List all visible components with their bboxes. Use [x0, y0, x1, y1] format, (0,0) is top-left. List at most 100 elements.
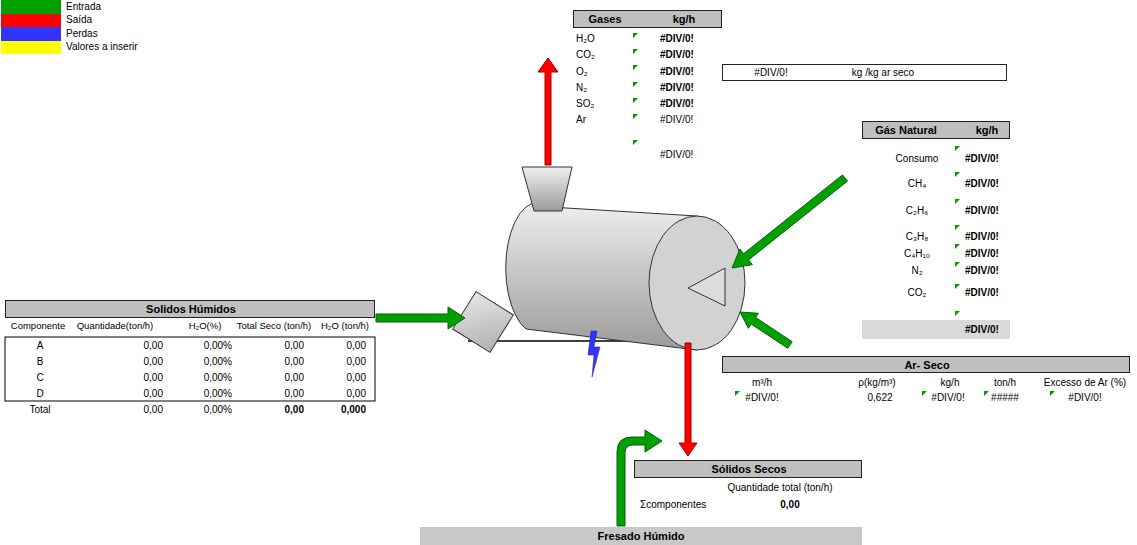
node-text: Fresado Húmido — [598, 531, 685, 542]
table-cell: #DIV/0! — [965, 206, 999, 216]
node-text: Solidos Húmidos — [146, 304, 236, 315]
table-cell: 0,00 — [347, 357, 366, 367]
table-cell: #DIV/0! — [660, 50, 694, 60]
node-text: Sólidos Secos — [711, 464, 786, 475]
table-cell: 0,00 — [285, 341, 304, 351]
recycle-arrow — [617, 430, 662, 526]
table-cell: CO₂ — [908, 288, 927, 298]
table-cell: 0,00 — [144, 405, 163, 415]
table-cell: #DIV/0! — [965, 179, 999, 189]
table-cell: 0,00 — [285, 389, 304, 399]
table-cell: 0,622 — [867, 393, 892, 403]
table-cell: #DIV/0! — [660, 34, 694, 44]
table-cell: Ar — [576, 115, 586, 125]
product-arrow — [679, 343, 697, 456]
table-frame — [5, 337, 375, 401]
table-cell: #DIV/0! — [931, 393, 964, 403]
gas-arrow — [732, 175, 848, 268]
table-cell: 0,00 — [347, 341, 366, 351]
table-cell: Total — [29, 405, 50, 415]
table-cell: 0,00% — [204, 357, 232, 367]
cell-marker — [633, 33, 1055, 396]
table-cell: H₂O (ton/h) — [321, 321, 369, 331]
loss-bolt — [588, 331, 600, 377]
node-text: kg/h — [673, 14, 696, 25]
table-cell: C₄H₁₀ — [904, 249, 930, 259]
legend-swatch — [1, 27, 61, 41]
table-cell: #DIV/0! — [660, 99, 694, 109]
table-cell: m³/h — [752, 378, 772, 388]
exhaust-arrow — [538, 58, 558, 165]
table-cell: CH₄ — [908, 179, 927, 189]
legend-text: Saída — [66, 15, 92, 25]
table-cell: Σcomponentes — [640, 500, 706, 510]
table-cell: Excesso de Ar (%) — [1044, 378, 1126, 388]
table-header-band: Sólidos Secos — [634, 460, 862, 478]
legend-text: Perdas — [66, 29, 98, 39]
feed-arrow — [376, 307, 465, 329]
table-cell: #DIV/0! — [660, 150, 693, 160]
stream-band: Fresado Húmido — [420, 527, 862, 545]
table-cell: #DIV/0! — [965, 249, 999, 259]
total-box: #DIV/0! — [862, 320, 1010, 339]
table-cell: CO₂ — [576, 50, 595, 60]
table-cell: N₂ — [576, 83, 587, 93]
table-cell: #DIV/0! — [1068, 393, 1101, 403]
table-cell: 0,00 — [347, 373, 366, 383]
table-cell: #DIV/0! — [660, 67, 694, 77]
table-cell: 0,00% — [204, 405, 232, 415]
table-cell: H₂O(%) — [189, 321, 222, 331]
table-cell: Quantidade total (ton/h) — [727, 483, 832, 493]
table-cell: ρ(kg/m³) — [858, 378, 895, 388]
table-cell: A — [37, 341, 44, 351]
table-cell: 0,000 — [341, 405, 366, 415]
table-cell: 0,00 — [144, 357, 163, 367]
table-cell: Consumo — [896, 154, 939, 164]
table-cell: SO₂ — [576, 99, 594, 109]
table-header-band: Solidos Húmidos — [5, 300, 375, 318]
legend-swatch — [1, 14, 61, 28]
table-cell: #DIV/0! — [965, 154, 999, 164]
feed-hopper — [453, 292, 514, 353]
node-text: kg /kg ar seco — [852, 68, 914, 78]
table-cell: #DIV/0! — [660, 83, 694, 93]
table-header-band: Gás Natural kg/h — [862, 121, 1010, 139]
node-text: #DIV/0! — [754, 68, 787, 78]
table-cell: 0,00 — [347, 389, 366, 399]
table-cell: kg/h — [941, 378, 960, 388]
legend-text: Entrada — [66, 2, 101, 12]
table-cell: 0,00% — [204, 373, 232, 383]
table-cell: C — [36, 373, 43, 383]
table-header-band: Ar- Seco — [722, 356, 1130, 373]
burner-cone — [688, 268, 725, 306]
table-cell: C₂H₆ — [906, 206, 928, 216]
table-cell: 0,00 — [144, 389, 163, 399]
table-cell: Componente — [11, 321, 65, 331]
air-arrow — [740, 312, 792, 348]
table-cell: 0,00 — [285, 373, 304, 383]
table-cell: 0,00 — [780, 500, 799, 510]
table-cell: 0,00 — [285, 405, 304, 415]
table-cell: D — [36, 389, 43, 399]
table-cell: H₂O — [576, 34, 595, 44]
table-cell: ton/h — [994, 378, 1016, 388]
table-cell: 0,00 — [285, 357, 304, 367]
legend-swatch — [1, 41, 61, 55]
table-cell: #DIV/0! — [965, 266, 999, 276]
table-cell: O₂ — [576, 67, 588, 77]
table-cell: #DIV/0! — [745, 393, 778, 403]
table-cell: N₂ — [911, 266, 922, 276]
table-cell: 0,00% — [204, 389, 232, 399]
table-cell: C₃H₈ — [906, 232, 929, 242]
exhaust-hood — [522, 167, 572, 211]
node-text: #DIV/0! — [965, 325, 999, 335]
table-cell: 0,00 — [144, 373, 163, 383]
legend-text: Valores a inserir — [66, 42, 138, 52]
node-text: kg/h — [976, 125, 999, 136]
table-cell: 0,00% — [204, 341, 232, 351]
table-cell: #DIV/0! — [965, 288, 999, 298]
result-box: #DIV/0! kg /kg ar seco — [722, 64, 1007, 81]
node-text: Gás Natural — [875, 125, 937, 136]
table-cell: ##### — [991, 393, 1019, 403]
table-cell: Quantidade(ton/h) — [77, 321, 154, 331]
